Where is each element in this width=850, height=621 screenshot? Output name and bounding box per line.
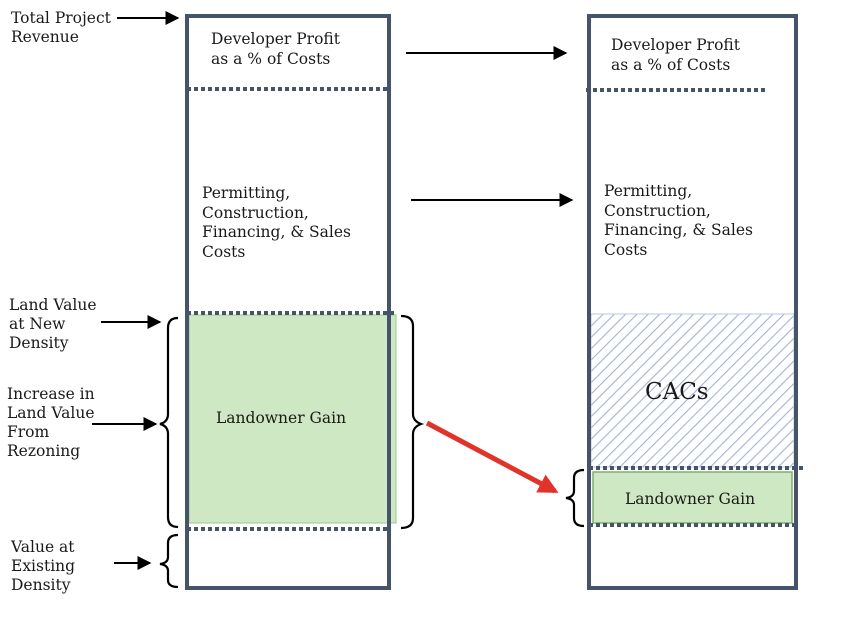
bracket-existing-value bbox=[159, 533, 179, 589]
before-column-outline bbox=[185, 14, 391, 590]
before-column bbox=[185, 14, 397, 590]
cacs-hatched-area bbox=[590, 313, 795, 468]
red-arrow-gain-reduction bbox=[425, 420, 559, 494]
before-profit-label: Developer Profit as a % of Costs bbox=[211, 30, 340, 68]
label-land-value-new-density: Land Value at New Density bbox=[9, 296, 97, 352]
after-profit-label: Developer Profit as a % of Costs bbox=[611, 36, 740, 74]
bracket-landowner-gain-after bbox=[565, 468, 585, 528]
after-gain-area bbox=[592, 471, 793, 524]
after-column bbox=[586, 14, 806, 590]
after-costs-label: Permitting, Construction, Financing, & S… bbox=[604, 182, 753, 259]
before-landowner-gain-label: Landowner Gain bbox=[216, 409, 347, 427]
before-costs-label: Permitting, Construction, Financing, & S… bbox=[202, 184, 351, 261]
after-column-outline bbox=[587, 14, 798, 590]
after-landowner-gain-label: Landowner Gain bbox=[625, 490, 756, 508]
label-value-existing-density: Value at Existing Density bbox=[11, 538, 76, 594]
cacs-label: CACs bbox=[645, 379, 709, 405]
label-increase-land-value: Increase in Land Value From Rezoning bbox=[7, 385, 95, 460]
label-total-project-revenue: Total Project Revenue bbox=[11, 9, 111, 46]
bracket-landowner-gain-before bbox=[400, 314, 425, 530]
before-gain-area bbox=[188, 314, 397, 524]
bracket-land-value bbox=[159, 316, 179, 529]
